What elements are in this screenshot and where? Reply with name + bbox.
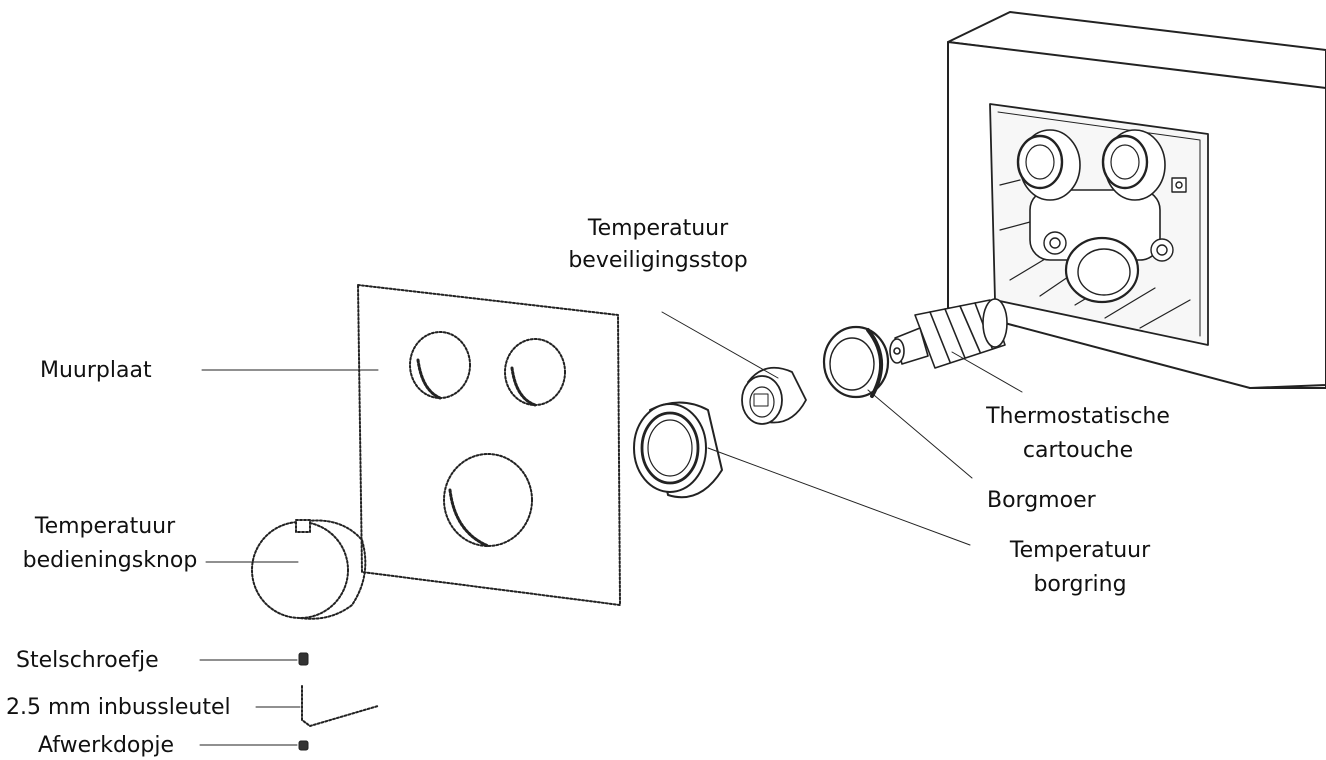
valve-bolts xyxy=(1043,177,1187,262)
set-screw xyxy=(298,652,309,666)
label-borgring-line1: Temperatuur xyxy=(1009,538,1151,563)
hex-key xyxy=(301,685,379,727)
label-borgring-line2: borgring xyxy=(1033,572,1127,597)
lock-nut xyxy=(822,325,890,399)
leader-cartouche xyxy=(951,351,1023,393)
wall-box xyxy=(947,11,1326,389)
cover-cap xyxy=(298,740,309,751)
lock-ring xyxy=(633,401,723,499)
safety-stop xyxy=(741,366,807,425)
label-beveiligingsstop-line2: beveiligingsstop xyxy=(568,248,748,273)
label-borgmoer: Borgmoer xyxy=(987,488,1096,513)
stop-valve-right xyxy=(1101,129,1166,201)
label-beveiligingsstop-line1: Temperatuur xyxy=(587,216,729,241)
leader-borgmoer xyxy=(867,389,973,479)
thermostatic-cartridge xyxy=(889,298,1008,369)
wall-plate xyxy=(357,284,621,606)
wall-box-side-edge xyxy=(1249,87,1326,389)
valve-outlet xyxy=(1064,236,1140,304)
label-cartouche-line2: cartouche xyxy=(1022,438,1134,463)
label-knop-line1: Temperatuur xyxy=(34,514,176,539)
leader-lines xyxy=(199,311,1023,746)
leader-beveiligingsstop xyxy=(661,311,779,379)
control-knob xyxy=(251,519,367,620)
label-cartouche-line1: Thermostatische xyxy=(986,404,1170,429)
label-muurplaat: Muurplaat xyxy=(40,358,152,383)
stop-valve-left xyxy=(1016,129,1081,201)
label-inbussleutel: 2.5 mm inbussleutel xyxy=(6,695,231,720)
label-knop-line2: bedieningsknop xyxy=(22,548,198,573)
cavity-inner-edge xyxy=(997,111,1201,337)
label-afwerkdopje: Afwerkdopje xyxy=(38,733,174,758)
label-stelschroefje: Stelschroefje xyxy=(16,648,159,673)
leader-borgring xyxy=(707,447,971,546)
